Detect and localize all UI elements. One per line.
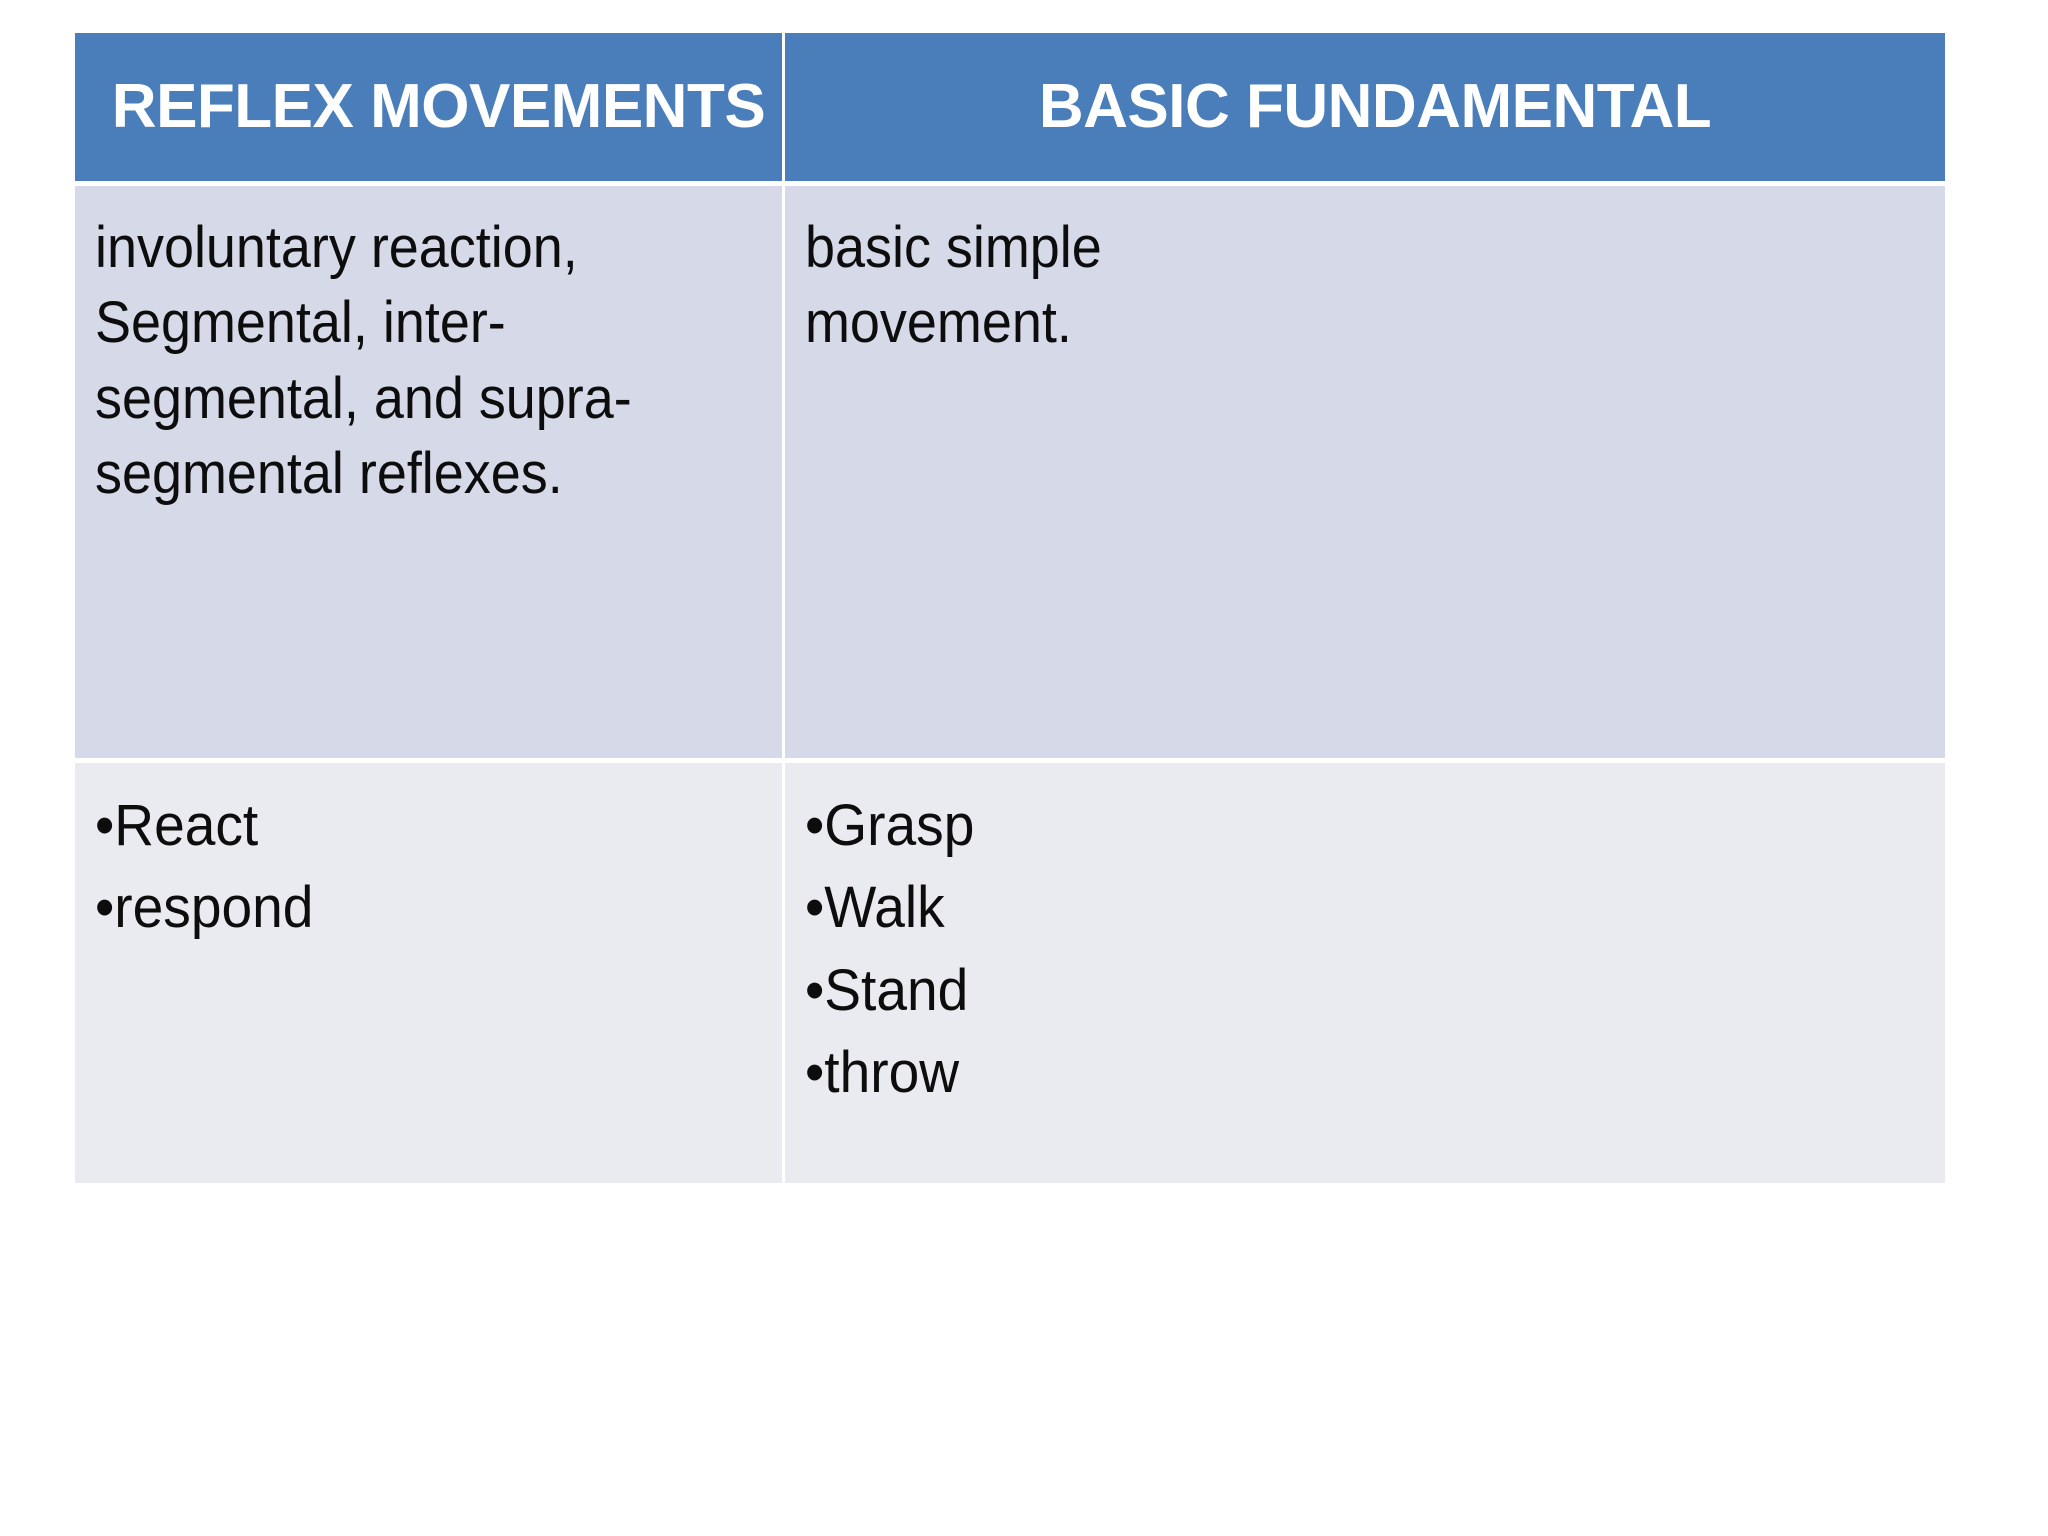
list-item: •Grasp [805, 785, 1871, 867]
list-item: •Stand [805, 950, 1871, 1032]
list-item-label: throw [824, 1040, 960, 1106]
list-item-label: Grasp [824, 793, 975, 858]
bullet-icon: • [805, 1040, 825, 1106]
list-item-label: respond [114, 875, 314, 941]
cell-basic-description: basic simple movement. [785, 181, 1945, 758]
list-item-label: Stand [824, 957, 969, 1023]
reflex-description-text: involuntary reaction, Segmental, inter- … [95, 215, 632, 507]
list-item: •throw [805, 1032, 1871, 1114]
list-item: •React [95, 785, 731, 867]
bullet-icon: • [95, 793, 115, 858]
bullet-icon: • [805, 875, 825, 941]
table-header-row: REFLEX MOVEMENTS BASIC FUNDAMENTAL [75, 33, 1945, 181]
column-header-basic-fundamental: BASIC FUNDAMENTAL [785, 33, 1945, 181]
cell-reflex-examples: •React•respond [75, 758, 785, 1183]
table-row-examples: •React•respond •Grasp•Walk•Stand•throw [75, 758, 1945, 1183]
bullet-icon: • [805, 793, 825, 858]
cell-basic-examples: •Grasp•Walk•Stand•throw [785, 758, 1945, 1183]
bullet-icon: • [95, 875, 115, 941]
basic-description-text: basic simple movement. [805, 215, 1102, 356]
list-item: •Walk [805, 867, 1871, 949]
cell-reflex-description: involuntary reaction, Segmental, inter- … [75, 181, 785, 758]
list-item: •respond [95, 867, 731, 949]
reflex-examples-list: •React•respond [95, 785, 731, 950]
column-header-reflex-movements: REFLEX MOVEMENTS [75, 33, 785, 181]
table-row-description: involuntary reaction, Segmental, inter- … [75, 181, 1945, 758]
basic-examples-list: •Grasp•Walk•Stand•throw [805, 785, 1871, 1114]
list-item-label: Walk [824, 875, 945, 941]
list-item-label: React [114, 793, 259, 858]
comparison-table: REFLEX MOVEMENTS BASIC FUNDAMENTAL invol… [75, 33, 1945, 1183]
bullet-icon: • [805, 957, 825, 1023]
